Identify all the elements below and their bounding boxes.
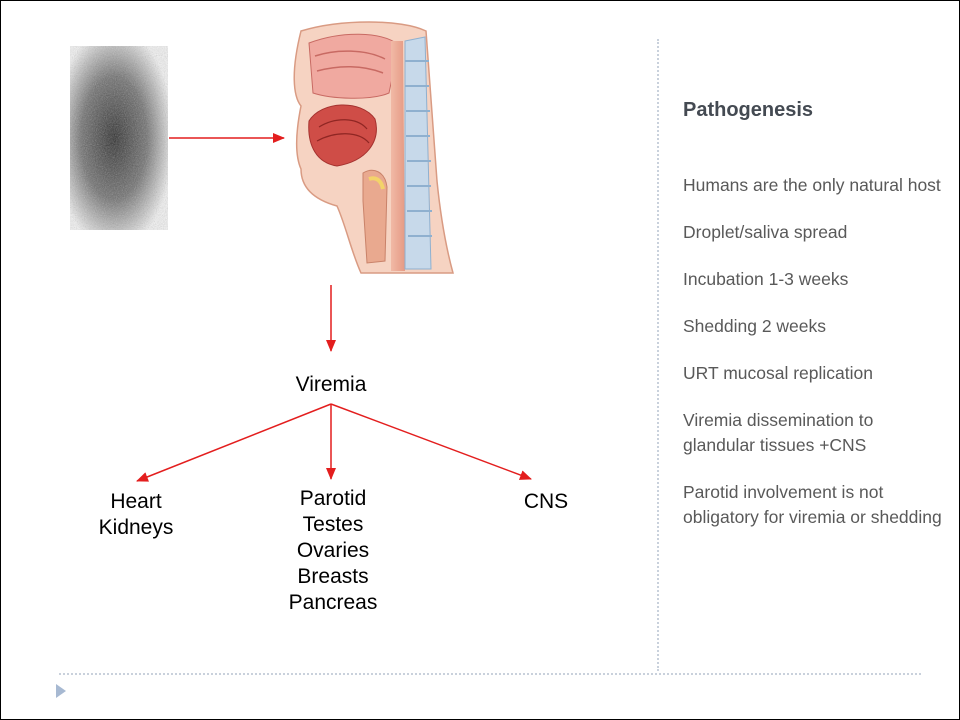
organ-name: Parotid [300, 486, 367, 512]
organ-name: Breasts [297, 564, 368, 590]
head-neck-anatomy-image [294, 22, 453, 273]
bullet-item: URT mucosal replication [683, 361, 945, 386]
viremia-label: Viremia [289, 372, 373, 398]
vertical-divider [657, 39, 659, 671]
organ-name: Pancreas [289, 590, 378, 616]
pathogenesis-bullet-list: Humans are the only natural host Droplet… [683, 173, 945, 552]
bullet-item: Droplet/saliva spread [683, 220, 945, 245]
arrow-to-heart-kidneys [137, 404, 331, 481]
bullet-item: Viremia dissemination to glandular tissu… [683, 408, 945, 458]
organ-name: Kidneys [99, 515, 174, 541]
organ-name: Testes [303, 512, 364, 538]
triangle-bullet-icon [56, 684, 66, 698]
organ-name: CNS [524, 489, 568, 515]
section-title: Pathogenesis [683, 99, 813, 122]
organ-name: Heart [110, 489, 161, 515]
arrow-to-cns [331, 404, 531, 479]
cns-label: CNS [511, 489, 581, 515]
droplet-spray-image [69, 45, 169, 231]
bullet-item: Humans are the only natural host [683, 173, 945, 198]
organ-name: Ovaries [297, 538, 369, 564]
glandular-organs-label: Parotid Testes Ovaries Breasts Pancreas [271, 486, 395, 616]
heart-kidneys-label: Heart Kidneys [81, 489, 191, 541]
horizontal-divider [59, 673, 921, 675]
bullet-item: Shedding 2 weeks [683, 314, 945, 339]
bullet-item: Parotid involvement is not obligatory fo… [683, 480, 945, 530]
bullet-item: Incubation 1-3 weeks [683, 267, 945, 292]
